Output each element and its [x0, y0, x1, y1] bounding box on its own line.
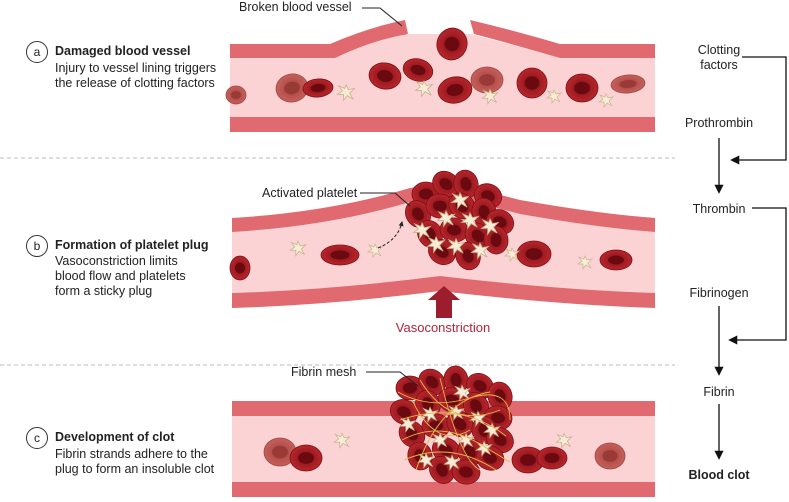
- red-blood-cell: [405, 200, 431, 228]
- step-c-desc-line: Fibrin strands adhere to the: [55, 447, 208, 461]
- step-a-desc-line: Injury to vessel lining triggers: [55, 61, 217, 75]
- platelet: [289, 240, 307, 257]
- red-blood-cell: [516, 240, 552, 268]
- fibrin-strand: [403, 451, 497, 471]
- red-blood-cell: [275, 73, 309, 103]
- red-blood-cell: [432, 170, 460, 198]
- platelet: [470, 241, 490, 260]
- cascade-clotting-factors-line: Clotting: [697, 43, 741, 57]
- cascade-arrows: [714, 56, 787, 460]
- platelet: [446, 237, 466, 256]
- step-b-badge: b: [26, 235, 48, 257]
- red-blood-cell: [320, 244, 360, 266]
- platelet: [460, 211, 480, 230]
- step-b-desc-line: blood flow and platelets: [55, 269, 186, 283]
- platelet: [481, 88, 499, 105]
- broken-vessel-leader: [362, 7, 403, 27]
- platelet: [414, 79, 434, 98]
- fibrin-mesh-label: Fibrin mesh: [291, 365, 357, 379]
- platelet: [399, 416, 417, 433]
- step-c-title: Development of clot: [55, 430, 175, 444]
- platelet: [450, 191, 470, 210]
- red-blood-cell: [599, 249, 633, 271]
- fibrin-strand: [419, 379, 501, 417]
- red-blood-cell: [395, 375, 425, 401]
- red-blood-cell: [451, 459, 481, 485]
- red-blood-cell: [536, 446, 568, 470]
- platelet: [545, 89, 563, 105]
- platelet: [597, 93, 615, 109]
- red-blood-cell: [302, 78, 334, 98]
- step-c-desc-line: plug to form an insoluble clot: [55, 462, 215, 476]
- fibrin-strand: [401, 430, 511, 463]
- platelet: [436, 209, 456, 228]
- blood-cells-layer: [225, 27, 646, 485]
- platelet: [576, 255, 594, 271]
- step-c-description: Fibrin strands adhere to the plug to for…: [55, 447, 214, 477]
- step-a-desc-line: the release of clotting factors: [55, 76, 215, 90]
- cascade-fibrinogen: Fibrinogen: [689, 286, 749, 300]
- platelet: [480, 217, 500, 236]
- red-blood-cell: [402, 58, 434, 82]
- red-blood-cell: [463, 392, 489, 420]
- step-b-description: Vasoconstriction limits blood flow and p…: [55, 254, 186, 299]
- fibrin-strand: [439, 377, 481, 471]
- platelet: [443, 454, 461, 471]
- platelet: [555, 432, 573, 449]
- red-blood-cell: [368, 62, 402, 90]
- platelet: [336, 83, 356, 102]
- red-blood-cell: [289, 444, 323, 472]
- platelet-leader: [360, 192, 411, 207]
- platelet: [366, 243, 384, 259]
- red-blood-cell: [594, 442, 626, 470]
- platelet: [431, 432, 449, 449]
- step-a-title: Damaged blood vessel: [55, 44, 191, 58]
- fibrin-strand: [411, 399, 471, 437]
- platelet: [453, 384, 471, 401]
- cascade-clotting-factors: Clotting factors: [698, 43, 740, 73]
- red-blood-cell: [610, 74, 646, 94]
- red-blood-cell: [565, 73, 599, 103]
- fibrin-leader: [366, 371, 419, 387]
- platelet: [503, 247, 521, 263]
- platelet: [426, 235, 446, 254]
- red-blood-cell: [437, 76, 473, 104]
- red-blood-cell: [453, 169, 479, 199]
- step-b-desc-line: form a sticky plug: [55, 284, 153, 298]
- red-blood-cell: [421, 413, 451, 439]
- fibrin-strand: [399, 412, 507, 437]
- cascade-clotting-factors-line: factors: [700, 58, 738, 72]
- fibrin-strand: [415, 391, 491, 471]
- activated-platelet-label: Activated platelet: [262, 186, 358, 200]
- cascade-fibrin: Fibrin: [703, 385, 735, 399]
- platelet: [421, 406, 439, 423]
- cascade-thrombin: Thrombin: [692, 202, 746, 216]
- platelet: [483, 422, 501, 439]
- step-a-badge: a: [26, 41, 48, 63]
- red-blood-cell: [225, 85, 247, 105]
- cascade-blood-clot: Blood clot: [688, 468, 750, 482]
- step-c-badge: c: [26, 427, 48, 449]
- red-blood-cell: [229, 255, 251, 281]
- platelet: [412, 221, 432, 240]
- platelet: [333, 432, 351, 449]
- red-blood-cell: [389, 399, 419, 425]
- vasoconstriction-label: Vasoconstriction: [395, 320, 491, 335]
- red-blood-cell: [511, 446, 545, 474]
- step-b-title: Formation of platelet plug: [55, 238, 209, 252]
- step-a-description: Injury to vessel lining triggers the rel…: [55, 61, 216, 91]
- vasoconstriction-arrow: [428, 286, 460, 318]
- broken-vessel-label: Broken blood vessel: [239, 0, 352, 14]
- cascade-prothrombin: Prothrombin: [684, 116, 754, 130]
- red-blood-cell: [470, 66, 504, 94]
- step-b-desc-line: Vasoconstriction limits: [55, 254, 178, 268]
- red-blood-cell: [516, 67, 548, 99]
- red-blood-cell: [436, 27, 468, 61]
- red-blood-cell: [263, 437, 297, 467]
